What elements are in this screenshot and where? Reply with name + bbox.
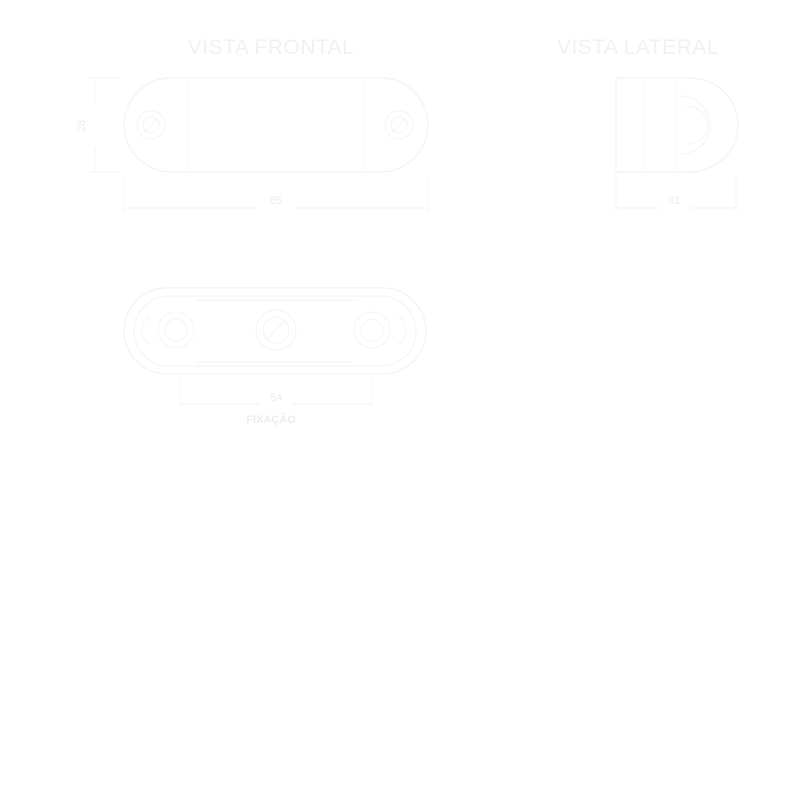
mount-spacing-value: 54 <box>270 392 282 404</box>
mount-inner-outline <box>133 295 417 367</box>
front-width-dimension: 85 <box>123 176 429 212</box>
mount-body-outline <box>123 287 427 375</box>
front-right-screw <box>384 110 414 140</box>
front-height-value: 28 <box>76 120 88 132</box>
side-view-title: VISTA LATERAL <box>557 36 719 59</box>
mount-spacing-dimension: 54 <box>179 376 373 408</box>
mount-center-screw <box>255 309 297 351</box>
front-height-dimension: 28 <box>76 77 120 173</box>
mount-right-hole <box>353 311 407 349</box>
mount-view: 54 FIXAÇÃO <box>123 287 427 426</box>
mount-left-hole <box>141 311 195 349</box>
side-inner-arc <box>685 105 709 145</box>
front-width-value: 85 <box>270 195 282 207</box>
front-view: VISTA FRONTAL 28 <box>76 36 429 212</box>
front-left-screw <box>136 110 166 140</box>
side-body-outline <box>615 77 739 173</box>
front-view-title: VISTA FRONTAL <box>188 36 355 59</box>
side-view: VISTA LATERAL 31 <box>557 36 739 212</box>
side-depth-value: 31 <box>668 195 680 207</box>
side-depth-dimension: 31 <box>615 176 737 212</box>
side-lens-arc <box>679 95 711 155</box>
front-body-outline <box>123 77 429 173</box>
mount-caption: FIXAÇÃO <box>246 413 296 426</box>
